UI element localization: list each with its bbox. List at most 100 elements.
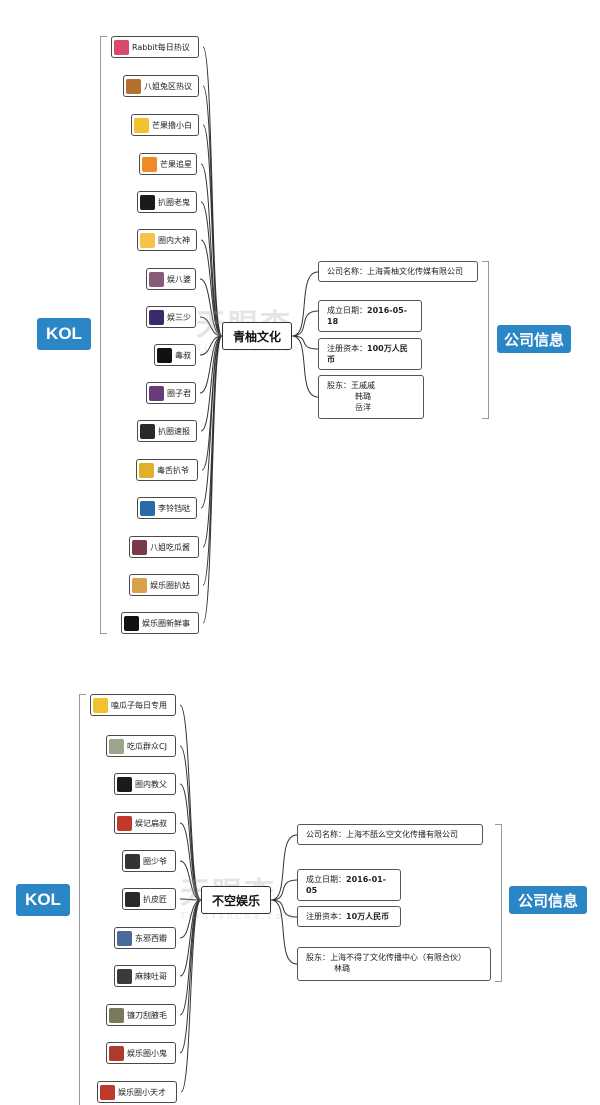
company-info-tag: 公司信息 <box>497 325 571 353</box>
info-connector <box>291 271 319 337</box>
god-avatar-icon <box>140 232 155 248</box>
registered-capital-node: 注册资本：10万人民币 <box>297 906 401 927</box>
kol-name: 娱记扁叔 <box>135 818 167 828</box>
kol-bracket <box>79 694 86 1105</box>
kol-name: 镰刀刮腋毛 <box>127 1010 167 1020</box>
connector-lines <box>199 46 319 624</box>
kol-connector <box>179 899 202 1054</box>
kol-node: 麻辣吐哥 <box>114 965 176 987</box>
kol-node: 毒舌扒爷 <box>136 459 198 481</box>
melon-seed-avatar-icon <box>93 697 108 713</box>
kol-node: 东邪西瓣 <box>114 927 176 949</box>
kol-name: 圈少爷 <box>143 856 167 866</box>
kol-name: 扒圈老鬼 <box>158 197 190 207</box>
connector-lines <box>179 704 298 1093</box>
kol-node: 镰刀刮腋毛 <box>106 1004 176 1026</box>
kol-connector <box>179 898 202 901</box>
kol-bracket <box>100 36 107 634</box>
woman-avatar-icon <box>149 271 164 287</box>
kol-name: 毒舌扒爷 <box>157 465 189 475</box>
kol-name: 芒果撸小白 <box>152 120 192 130</box>
mango-star-avatar-icon <box>142 156 157 172</box>
kol-node: 芒果追星 <box>139 153 197 175</box>
eight-sister-avatar-icon <box>126 78 141 94</box>
kol-connector <box>179 860 202 901</box>
kol-name: 八姐吃瓜酱 <box>150 542 190 552</box>
info-connector <box>270 834 298 901</box>
kol-name: 娱乐圈小鬼 <box>127 1048 167 1058</box>
kol-node: Rabbit每日热议 <box>111 36 199 58</box>
mango-avatar-icon <box>134 117 149 133</box>
sickle-avatar-icon <box>109 1007 124 1023</box>
galaxy-avatar-icon <box>149 309 164 325</box>
east-west-avatar-icon <box>117 930 132 946</box>
kol-connector <box>199 316 223 337</box>
genius-avatar-icon <box>100 1084 115 1100</box>
info-connector <box>291 310 319 337</box>
kol-connector <box>199 335 223 394</box>
mindmap-qingyou: KOL Rabbit每日热议八姐兔区热议芒果撸小白芒果追星扒圈老鬼圈内大神娱八婆… <box>37 36 571 634</box>
info-connector <box>291 335 319 350</box>
little-ghost-avatar-icon <box>109 1045 124 1061</box>
company-name-node: 公司名称：上海不舐么空文化传播有限公司 <box>297 824 483 845</box>
kol-name: 毒叔 <box>175 350 191 360</box>
kol-name: 芒果追星 <box>160 159 192 169</box>
kol-name: 李铃铛哒 <box>158 503 190 513</box>
mask-avatar-icon <box>139 462 154 478</box>
kol-node: 嗑瓜子每日专用 <box>90 694 176 716</box>
kol-node: 吃瓜群众CJ <box>106 735 176 757</box>
kol-name: 东邪西瓣 <box>135 933 167 943</box>
kol-connector <box>200 335 223 432</box>
kol-name: 娱乐圈新鲜事 <box>142 618 190 628</box>
kol-node: 圈内大神 <box>137 229 197 251</box>
kol-connector <box>200 163 223 337</box>
kol-node: 娱乐圈扒姑 <box>129 574 199 596</box>
melon-avatar-icon <box>132 539 147 555</box>
info-connector <box>270 899 298 965</box>
center-node: 不空娱乐 <box>201 886 271 914</box>
kol-node: 娱三少 <box>146 306 196 328</box>
kol-connector <box>179 745 202 901</box>
rabbit-avatar-icon <box>114 39 129 55</box>
kol-name: 娱乐圈小天才 <box>118 1087 166 1097</box>
kol-node: 李铃铛哒 <box>137 497 197 519</box>
kol-name: 吃瓜群众CJ <box>127 741 167 751</box>
shareholders-node: 股东：上海不得了文化传播中心（有限合伙） 林璐 <box>297 947 491 981</box>
info-connector <box>270 899 298 918</box>
cartoon-avatar-icon <box>109 738 124 754</box>
info-bracket <box>495 824 502 982</box>
kol-connector <box>179 704 202 901</box>
company-name-node: 公司名称：上海青柚文化传媒有限公司 <box>318 261 478 282</box>
kol-connector <box>180 899 202 1093</box>
info-connector <box>270 879 298 901</box>
info-bracket <box>482 261 489 419</box>
kol-name: 八姐兔区热议 <box>144 81 192 91</box>
girl-avatar-icon <box>132 577 147 593</box>
kol-connector <box>202 335 223 624</box>
kol-connector <box>202 124 223 337</box>
kol-node: 八姐吃瓜酱 <box>129 536 199 558</box>
kol-node: 扒圈老鬼 <box>137 191 197 213</box>
godfather-avatar-icon <box>117 776 132 792</box>
craftsman-avatar-icon <box>125 891 140 907</box>
kol-connector <box>200 239 223 337</box>
company-info-tag: 公司信息 <box>509 886 587 914</box>
kol-name: 圈内教父 <box>135 779 167 789</box>
kol-node: 八姐兔区热议 <box>123 75 199 97</box>
kol-node: 娱记扁叔 <box>114 812 176 834</box>
kol-node: 芒果撸小白 <box>131 114 199 136</box>
reporter-avatar-icon <box>117 815 132 831</box>
kol-connector <box>179 822 202 901</box>
kol-node: 扒圈速报 <box>137 420 197 442</box>
kol-node: 圈子君 <box>146 382 196 404</box>
kol-name: 嗑瓜子每日专用 <box>111 700 167 710</box>
kol-name: 娱三少 <box>167 312 191 322</box>
founding-date-node: 成立日期：2016-01-05 <box>297 869 401 901</box>
shareholders-node: 股东：王戚戚 韩璐 岳洋 <box>318 375 424 419</box>
kol-tag: KOL <box>37 318 91 350</box>
kol-connector <box>179 783 202 901</box>
founding-date-node: 成立日期：2016-05-18 <box>318 300 422 332</box>
kol-name: 扒皮匠 <box>143 894 167 904</box>
kol-name: 娱八婆 <box>167 274 191 284</box>
